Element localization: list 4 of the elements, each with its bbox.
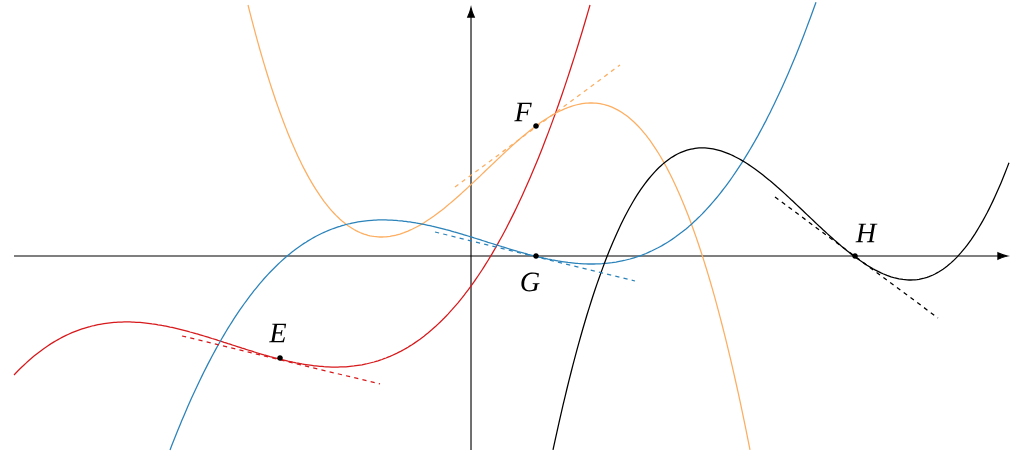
point-label: E bbox=[269, 323, 287, 343]
point-label: F bbox=[514, 102, 532, 122]
point-label: G bbox=[521, 272, 540, 292]
point-label: H bbox=[855, 223, 878, 243]
